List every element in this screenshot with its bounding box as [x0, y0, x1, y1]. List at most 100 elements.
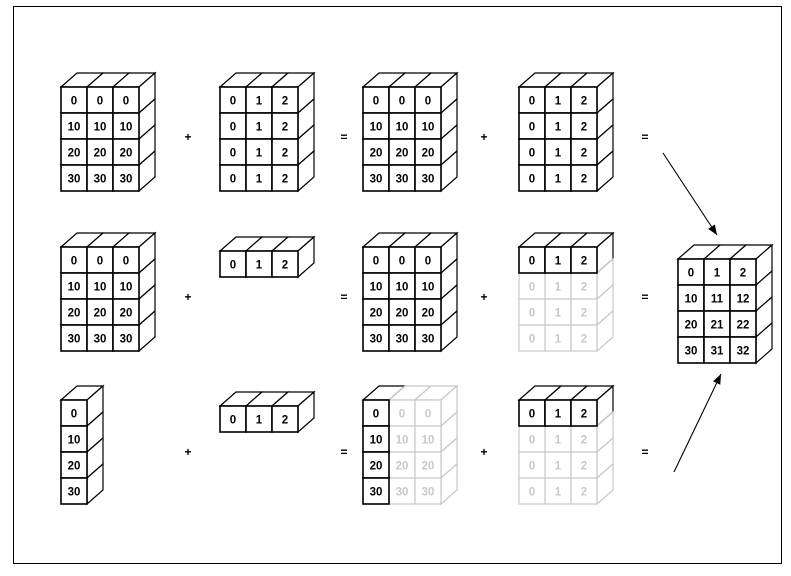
cube-cell — [245, 138, 273, 166]
cell-value: 0 — [399, 409, 405, 421]
cell-value: 10 — [422, 122, 435, 134]
cell-value: 10 — [396, 122, 409, 134]
cell-value: 2 — [282, 415, 288, 427]
cube-cell — [362, 324, 390, 352]
cell-value: 0 — [529, 282, 535, 294]
cell-value: 0 — [230, 96, 236, 108]
cell-value: 0 — [529, 487, 535, 499]
cell-value: 0 — [529, 96, 535, 108]
cell-value: 30 — [396, 174, 409, 186]
cell-value: 1 — [555, 122, 562, 134]
cube-cell — [677, 336, 705, 364]
cell-value: 10 — [120, 282, 133, 294]
cell-value: 10 — [370, 282, 383, 294]
cell-value: 20 — [370, 148, 383, 160]
cell-value: 0 — [71, 96, 77, 108]
cube-cell — [414, 324, 442, 352]
cell-value: 10 — [422, 282, 435, 294]
cell-value: 10 — [396, 282, 409, 294]
cell-value: 20 — [370, 308, 383, 320]
cube-cell — [570, 272, 598, 300]
cube-cell — [362, 164, 390, 192]
cube-cell — [518, 246, 546, 274]
cell-value: 2 — [581, 122, 587, 134]
cube-cell — [388, 324, 416, 352]
cell-value: 32 — [737, 346, 750, 358]
operand-b-array: 0 1 2 — [218, 235, 316, 279]
cell-value: 30 — [120, 334, 133, 346]
cell-value: 22 — [737, 320, 750, 332]
cell-value: 30 — [396, 334, 409, 346]
cell-value: 1 — [256, 148, 263, 160]
cell-value: 20 — [94, 148, 107, 160]
cell-value: 1 — [256, 174, 263, 186]
cell-value: 10 — [370, 122, 383, 134]
plus-sign: + — [184, 290, 191, 304]
equals-sign: = — [340, 130, 347, 144]
cell-value: 2 — [282, 260, 288, 272]
cell-value: 2 — [581, 461, 587, 473]
cell-value: 30 — [68, 174, 81, 186]
cell-value: 30 — [396, 487, 409, 499]
cube-cell — [544, 324, 572, 352]
cube-cell — [271, 250, 299, 278]
cell-value: 30 — [422, 487, 435, 499]
cube-cell — [414, 112, 442, 140]
cube-cell — [60, 451, 88, 479]
cube-cell — [570, 399, 598, 427]
cell-value: 2 — [581, 282, 587, 294]
cell-value: 30 — [370, 334, 383, 346]
cell-value: 11 — [711, 294, 724, 306]
cube-cell — [570, 112, 598, 140]
cube-cell — [414, 425, 442, 453]
cell-value: 0 — [123, 256, 129, 268]
cell-value: 2 — [581, 96, 587, 108]
cell-value: 1 — [555, 334, 562, 346]
cell-value: 20 — [120, 148, 133, 160]
cube-cell — [703, 284, 731, 312]
cell-value: 1 — [256, 260, 263, 272]
cube-cell — [414, 399, 442, 427]
cube-cell — [414, 164, 442, 192]
cube-cell — [219, 112, 247, 140]
cell-value: 20 — [396, 461, 409, 473]
cell-value: 0 — [425, 409, 431, 421]
cube-cell — [271, 164, 299, 192]
arrow-line — [662, 152, 718, 236]
cell-value: 0 — [230, 122, 236, 134]
cell-value: 10 — [68, 282, 81, 294]
cube-cell — [570, 451, 598, 479]
cell-value: 2 — [282, 122, 288, 134]
cube-cell — [570, 246, 598, 274]
cell-value: 10 — [370, 435, 383, 447]
plus-sign: + — [480, 445, 487, 459]
cell-value: 0 — [529, 174, 535, 186]
cell-value: 0 — [71, 256, 77, 268]
cube-cell — [86, 324, 114, 352]
arrow-head — [708, 224, 717, 235]
cell-value: 0 — [529, 148, 535, 160]
cell-value: 0 — [399, 96, 405, 108]
cell-value: 20 — [94, 308, 107, 320]
cell-value: 0 — [529, 122, 535, 134]
cube-cell — [86, 246, 114, 274]
cube-cell — [518, 451, 546, 479]
cell-value: 20 — [396, 148, 409, 160]
cube-cell — [60, 324, 88, 352]
plus-sign: + — [184, 130, 191, 144]
cell-value: 30 — [68, 334, 81, 346]
cell-value: 2 — [581, 256, 587, 268]
cube-cell — [388, 477, 416, 505]
plus-sign: + — [480, 130, 487, 144]
cube-cell — [570, 477, 598, 505]
cell-value: 0 — [230, 260, 236, 272]
cell-value: 2 — [581, 409, 587, 421]
cell-value: 30 — [370, 174, 383, 186]
cell-value: 1 — [555, 461, 562, 473]
